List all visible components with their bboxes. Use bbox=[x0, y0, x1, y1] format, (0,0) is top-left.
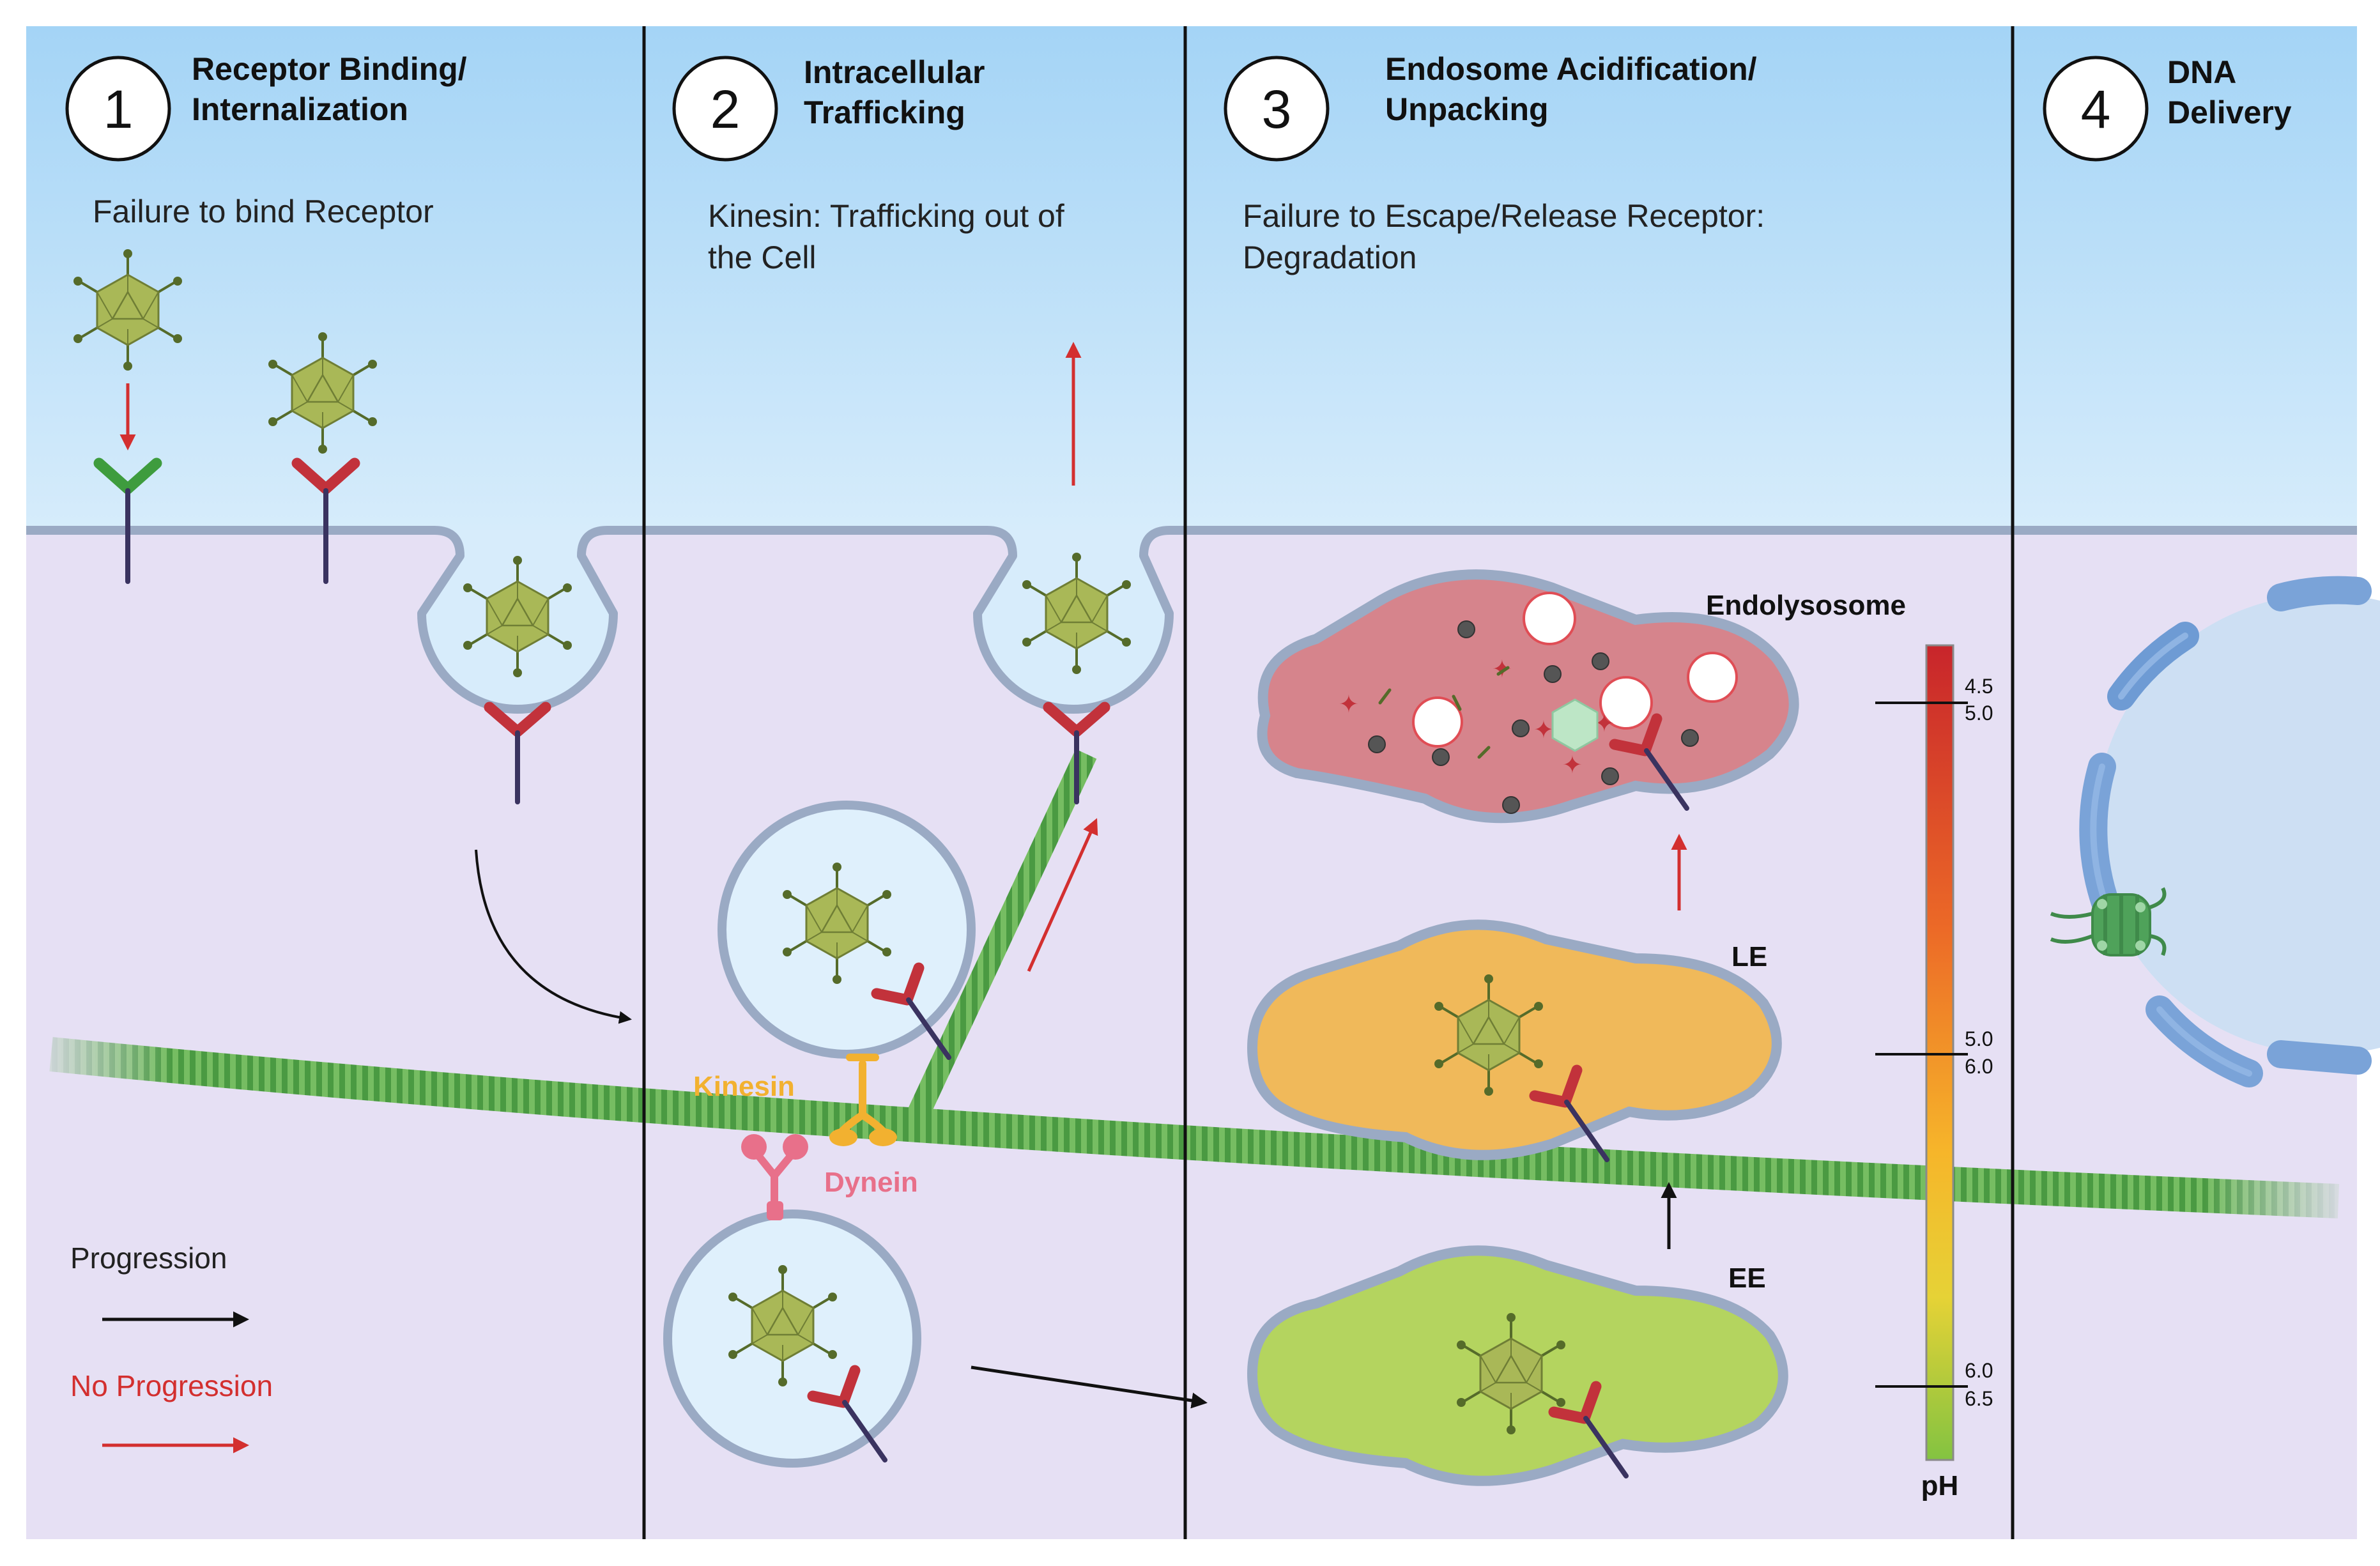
ph-gradient-bar bbox=[1925, 644, 1954, 1461]
ph-label: pH bbox=[1921, 1470, 1959, 1501]
extracellular-space bbox=[26, 26, 2358, 530]
endolysosome: ✦✦ ✦✦✦ bbox=[1257, 569, 1799, 824]
step-2-subtitle-line1: Kinesin: Trafficking out of bbox=[708, 198, 1064, 234]
ph-tick-3-top: 6.0 bbox=[1965, 1359, 1993, 1382]
early-endosome bbox=[1247, 1245, 1788, 1486]
step-3-subtitle-line2: Degradation bbox=[1243, 240, 1416, 275]
ph-tick-2-top: 5.0 bbox=[1965, 1027, 1993, 1050]
no-progression-arrow-kinesin bbox=[1027, 818, 1098, 972]
step-2-title-line2: Trafficking bbox=[804, 95, 965, 130]
step-1-subtitle: Failure to bind Receptor bbox=[93, 194, 434, 229]
legend-no-progression-label: No Progression bbox=[70, 1369, 273, 1402]
ph-tick-2-bottom: 6.0 bbox=[1965, 1055, 1993, 1078]
ph-tick-1-bottom: 5.0 bbox=[1965, 702, 1993, 725]
le-label: LE bbox=[1731, 941, 1767, 972]
step-3-header: 3 Endosome Acidification/ Unpacking Fail… bbox=[1224, 51, 1765, 275]
step-2-number: 2 bbox=[710, 79, 741, 139]
step-3-subtitle-line1: Failure to Escape/Release Receptor: bbox=[1243, 198, 1765, 234]
svg-text:✦: ✦ bbox=[1339, 691, 1359, 718]
step-1-number: 1 bbox=[104, 79, 134, 139]
receptor-green bbox=[93, 457, 162, 584]
svg-text:✦: ✦ bbox=[1562, 752, 1583, 779]
step-1-badge bbox=[65, 56, 171, 162]
step-1-title-line2: Internalization bbox=[192, 91, 408, 127]
step-4-title-line2: Delivery bbox=[2167, 95, 2292, 130]
legend: Progression No Progression bbox=[70, 1241, 273, 1454]
ee-label: EE bbox=[1728, 1263, 1766, 1294]
endolysosome-label: Endolysosome bbox=[1706, 590, 1906, 621]
step-2-subtitle-line2: the Cell bbox=[708, 240, 817, 275]
ph-tick-3-bottom: 6.5 bbox=[1965, 1387, 1993, 1410]
cytoplasm bbox=[26, 530, 2358, 1540]
late-endosome bbox=[1247, 919, 1782, 1160]
ph-scale: 4.5 5.0 5.0 6.0 6.0 6.5 pH bbox=[1875, 644, 1993, 1501]
kinesin-label: Kinesin bbox=[693, 1071, 795, 1102]
progression-arrow bbox=[475, 849, 632, 1024]
step-1-title-line1: Receptor Binding/ bbox=[192, 51, 467, 87]
step-1-header: 1 Receptor Binding/ Internalization Fail… bbox=[65, 51, 467, 229]
endosome-vesicle-lower bbox=[663, 1209, 921, 1468]
step-2-badge bbox=[672, 56, 778, 162]
step-4-badge bbox=[2043, 56, 2149, 162]
ph-tick-1-top: 4.5 bbox=[1965, 675, 1993, 698]
receptor-red bbox=[291, 457, 360, 584]
step-4-header: 4 DNA Delivery bbox=[2043, 54, 2292, 162]
svg-text:✦: ✦ bbox=[1533, 717, 1554, 744]
step-3-badge bbox=[1224, 56, 1330, 162]
step-3-number: 3 bbox=[1262, 79, 1292, 139]
step-2-title-line1: Intracellular bbox=[804, 54, 985, 90]
step-3-title-line2: Unpacking bbox=[1385, 91, 1549, 127]
step-4-number: 4 bbox=[2081, 79, 2111, 139]
progression-arrow-to-ee bbox=[971, 1365, 1208, 1409]
step-4-title-line1: DNA bbox=[2167, 54, 2236, 90]
legend-progression-label: Progression bbox=[70, 1241, 227, 1275]
step-3-title-line1: Endosome Acidification/ bbox=[1385, 51, 1757, 87]
microtubule bbox=[26, 1009, 2358, 1240]
dynein-motor bbox=[741, 1134, 808, 1220]
svg-text:✦: ✦ bbox=[1492, 656, 1512, 683]
endosome-vesicle-upper bbox=[718, 801, 976, 1057]
panel-dividers bbox=[642, 26, 2015, 1540]
kinesin-motor bbox=[829, 1054, 897, 1146]
nuclear-pore-complex bbox=[2050, 887, 2167, 956]
step-2-header: 2 Intracellular Trafficking Kinesin: Tra… bbox=[672, 54, 1064, 275]
dynein-label: Dynein bbox=[824, 1167, 918, 1198]
microtubule-branch bbox=[896, 749, 1097, 1142]
